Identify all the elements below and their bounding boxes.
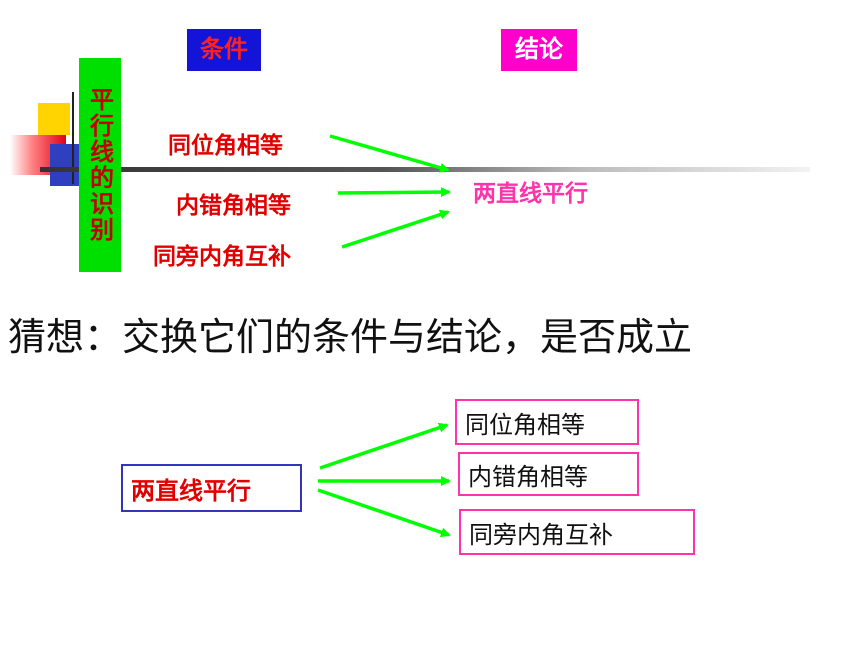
top-condition-1: 同位角相等	[168, 133, 283, 159]
decor-vertical-line	[72, 92, 74, 184]
decor-blue-square	[50, 144, 80, 186]
guess-text: 猜想：交换它们的条件与结论，是否成立	[8, 315, 693, 359]
result-box-1: 同位角相等	[455, 399, 639, 445]
top-arrow-1	[329, 134, 450, 173]
bottom-arrow-1	[319, 422, 449, 470]
top-conclusion: 两直线平行	[473, 181, 588, 207]
result-label-1: 同位角相等	[465, 410, 585, 439]
premise-label: 两直线平行	[131, 476, 251, 505]
top-arrow-3	[341, 209, 450, 249]
decor-horizontal-rule	[40, 167, 810, 172]
side-label: 平行线的识别	[85, 87, 114, 243]
conclusion-header: 结论	[501, 29, 577, 71]
top-arrow-2	[337, 187, 451, 198]
result-label-2: 内错角相等	[468, 462, 588, 491]
decor-yellow-square	[38, 103, 70, 135]
result-box-3: 同旁内角互补	[459, 509, 695, 555]
condition-header: 条件	[187, 29, 261, 71]
side-label-box: 平行线的识别	[79, 58, 121, 272]
result-box-2: 内错角相等	[458, 452, 639, 496]
top-condition-2: 内错角相等	[176, 193, 291, 219]
bottom-arrow-3	[317, 488, 451, 538]
top-condition-3: 同旁内角互补	[153, 244, 291, 270]
premise-box: 两直线平行	[121, 464, 302, 512]
result-label-3: 同旁内角互补	[469, 520, 613, 549]
